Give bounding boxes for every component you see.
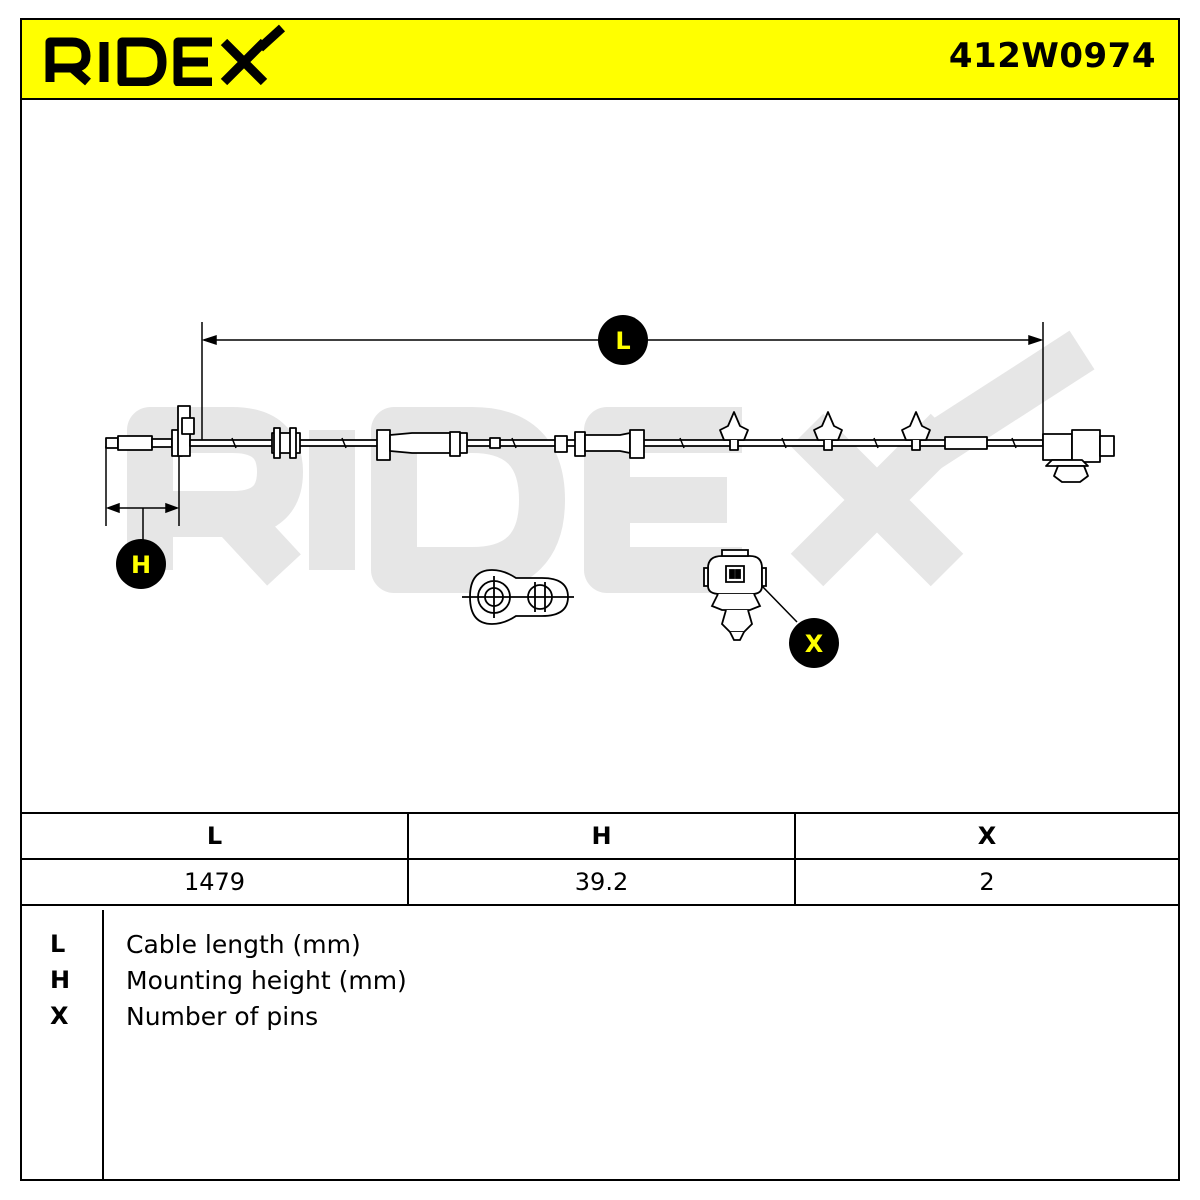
ridex-watermark	[127, 330, 1095, 593]
ridex-logo	[45, 24, 286, 86]
spec-header-height: H	[407, 812, 796, 860]
cable-twist-marks	[231, 437, 1017, 449]
connector-detail	[703, 549, 767, 641]
technical-drawing: L H	[105, 315, 1115, 668]
spec-table: L H X 1479 39.2 2	[20, 812, 1180, 906]
spec-header-row: L H X	[20, 812, 1180, 860]
cable-clip	[719, 411, 749, 451]
spec-value-height: 39.2	[407, 858, 796, 906]
spec-value-pins: 2	[794, 858, 1180, 906]
sensor-cable-assembly	[105, 405, 1115, 483]
legend-key: X	[50, 1002, 69, 1030]
legend-text: Cable length (mm)	[126, 930, 361, 959]
legend-item: L Cable length (mm)	[22, 930, 1172, 966]
legend-item: X Number of pins	[22, 1002, 1172, 1038]
mounting-flange-detail	[462, 569, 574, 625]
pins-marker	[789, 618, 839, 668]
pins-marker-label: X	[805, 630, 824, 658]
legend-key: L	[50, 930, 66, 958]
cable-clip	[813, 411, 843, 451]
spec-value-length: 1479	[20, 858, 409, 906]
spec-header-pins: X	[794, 812, 1180, 860]
header-bar	[20, 18, 1180, 100]
spec-header-length: L	[20, 812, 409, 860]
legend-divider	[102, 910, 104, 1179]
legend-text: Number of pins	[126, 1002, 319, 1031]
legend-text: Mounting height (mm)	[126, 966, 407, 995]
height-dimension	[105, 446, 180, 540]
legend-key: H	[50, 966, 71, 994]
height-marker-label: H	[131, 551, 151, 579]
legend-item: H Mounting height (mm)	[22, 966, 1172, 1002]
cable-clip	[901, 411, 931, 451]
length-marker	[598, 315, 648, 365]
height-marker	[116, 539, 166, 589]
pins-leader	[761, 585, 798, 623]
part-number: 412W0974	[948, 36, 1156, 76]
length-marker-label: L	[615, 327, 630, 355]
legend: L Cable length (mm) H Mounting height (m…	[20, 910, 1180, 1181]
spec-value-row: 1479 39.2 2	[20, 858, 1180, 906]
